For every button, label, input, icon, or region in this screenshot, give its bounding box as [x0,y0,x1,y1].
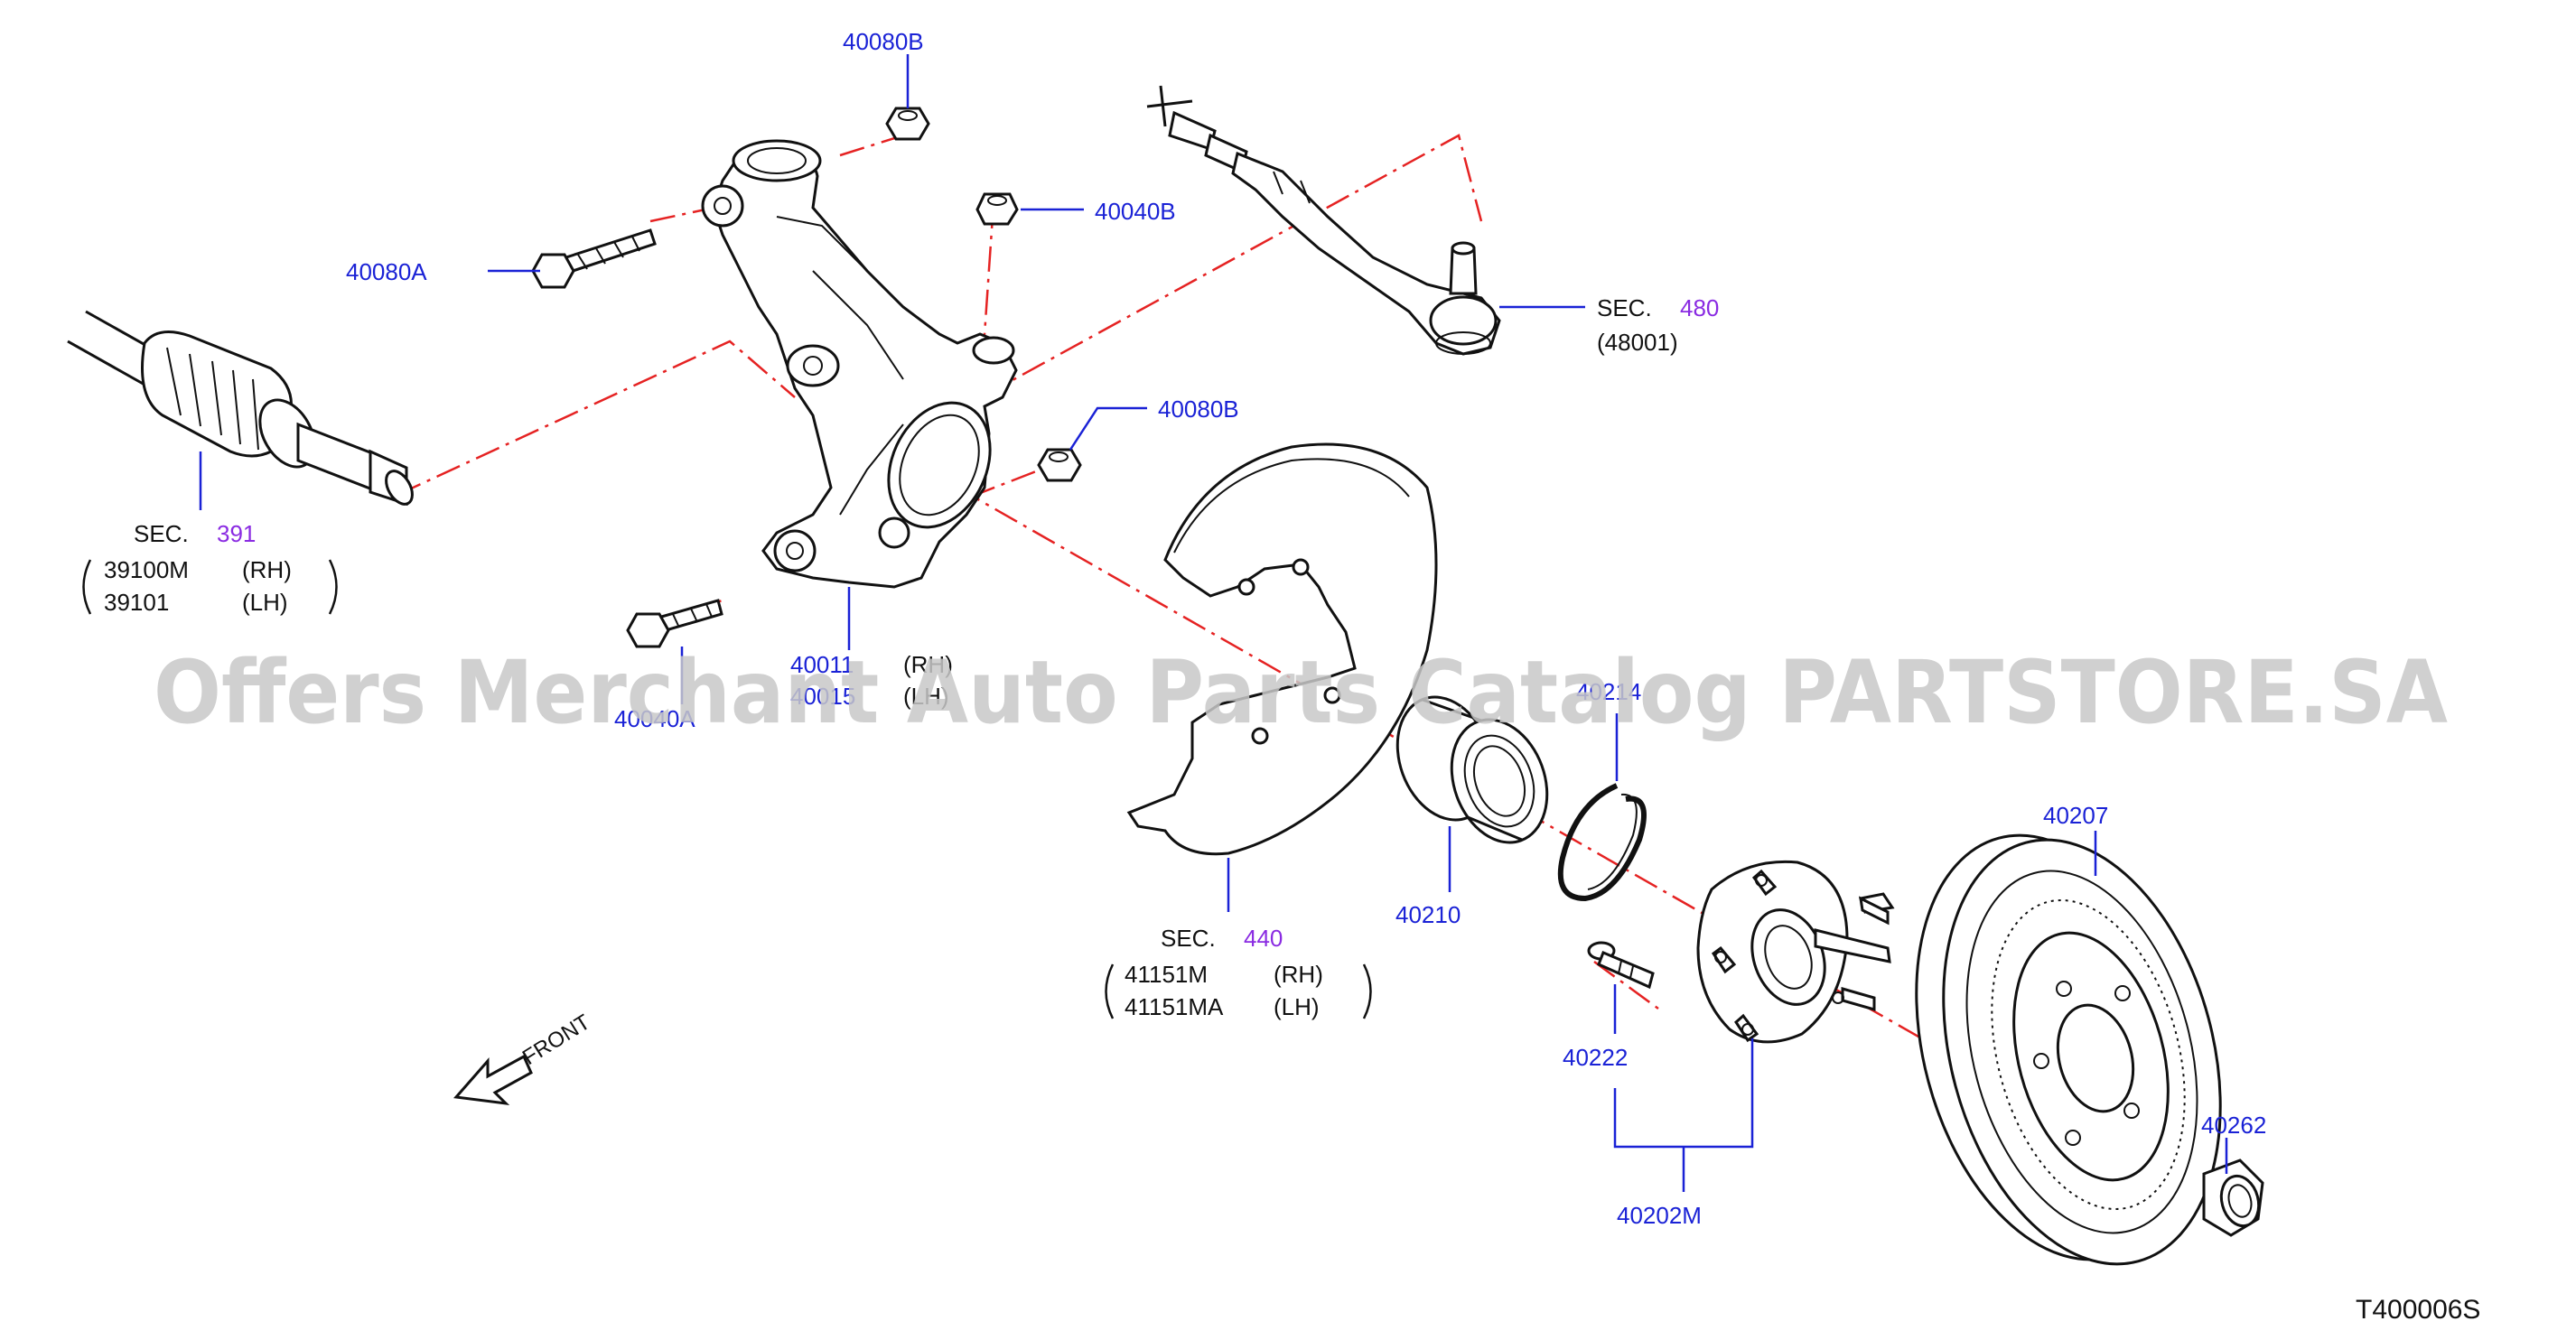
label-40040A[interactable]: 40040A [614,705,695,732]
nut-40080B-mid[interactable] [1037,448,1082,482]
sec440-part-a-side: (RH) [1274,961,1323,988]
label-40011-side: (RH) [903,651,953,678]
sec391-number[interactable]: 391 [217,520,256,547]
label-40080A[interactable]: 40080A [346,258,427,285]
label-40015[interactable]: 40015 [790,683,855,710]
front-label: FRONT [518,1010,595,1070]
wheel-hub[interactable] [1696,860,1895,1044]
watermark-text: Offers Merchant Auto Parts Catalog PARTS… [154,642,2448,743]
nut-40040B[interactable] [975,192,1019,226]
label-40011[interactable]: 40011 [790,651,854,678]
splash-shield[interactable] [1126,442,1438,856]
snap-ring[interactable] [1557,783,1647,902]
hub-nut[interactable] [2202,1159,2264,1237]
sec480-number[interactable]: 480 [1680,294,1719,321]
label-40262[interactable]: 40262 [2201,1112,2266,1139]
label-40040B[interactable]: 40040B [1095,198,1176,225]
label-40222[interactable]: 40222 [1563,1044,1628,1071]
sec440-part-a: 41151M [1125,961,1208,988]
nut-40080B-top[interactable] [885,107,930,141]
label-40080B-mid[interactable]: 40080B [1158,395,1239,423]
sec391-part-b-side: (LH) [242,589,288,616]
label-40207[interactable]: 40207 [2043,802,2108,829]
steering-knuckle[interactable] [701,139,1018,589]
label-40214[interactable]: 40214 [1576,678,1641,705]
section-391-callout: SEC. 391 39100M (RH) 39101 (LH) [82,520,338,616]
section-440-callout: SEC. 440 41151M (RH) 41151MA (LH) [1105,925,1372,1020]
label-40202M[interactable]: 40202M [1617,1202,1702,1229]
label-40210[interactable]: 40210 [1395,901,1461,928]
tie-rod-end[interactable] [1146,85,1501,356]
part-labels: 40080B 40040B 40080A 40080B 40011 (RH) 4… [346,28,2266,1229]
leader-lines [199,54,2228,1192]
sec391-part-b: 39101 [104,589,169,616]
front-arrow-icon [453,1054,533,1106]
bolt-40080A[interactable] [531,228,657,289]
label-40080B-top[interactable]: 40080B [843,28,924,55]
sec440-word: SEC. [1161,925,1216,952]
drive-shaft[interactable] [67,310,417,508]
sec391-word: SEC. [134,520,189,547]
sec440-part-b-side: (LH) [1274,993,1320,1020]
sec440-part-b: 41151MA [1125,993,1224,1020]
wheel-bearing[interactable] [1381,684,1563,856]
bolt-40040A[interactable] [626,599,723,648]
sec391-part-a: 39100M [104,556,189,583]
hub-bolt[interactable] [1587,941,1655,990]
label-40015-side: (LH) [903,683,949,710]
sec440-number[interactable]: 440 [1244,925,1283,952]
sec480-word: SEC. [1597,294,1652,321]
sec480-ref: (48001) [1597,329,1678,356]
drawing-code: T400006S [2356,1295,2480,1325]
section-480-callout: SEC. 480 (48001) [1597,294,1719,356]
sec391-part-a-side: (RH) [242,556,292,583]
brake-disc[interactable] [1872,805,2264,1296]
